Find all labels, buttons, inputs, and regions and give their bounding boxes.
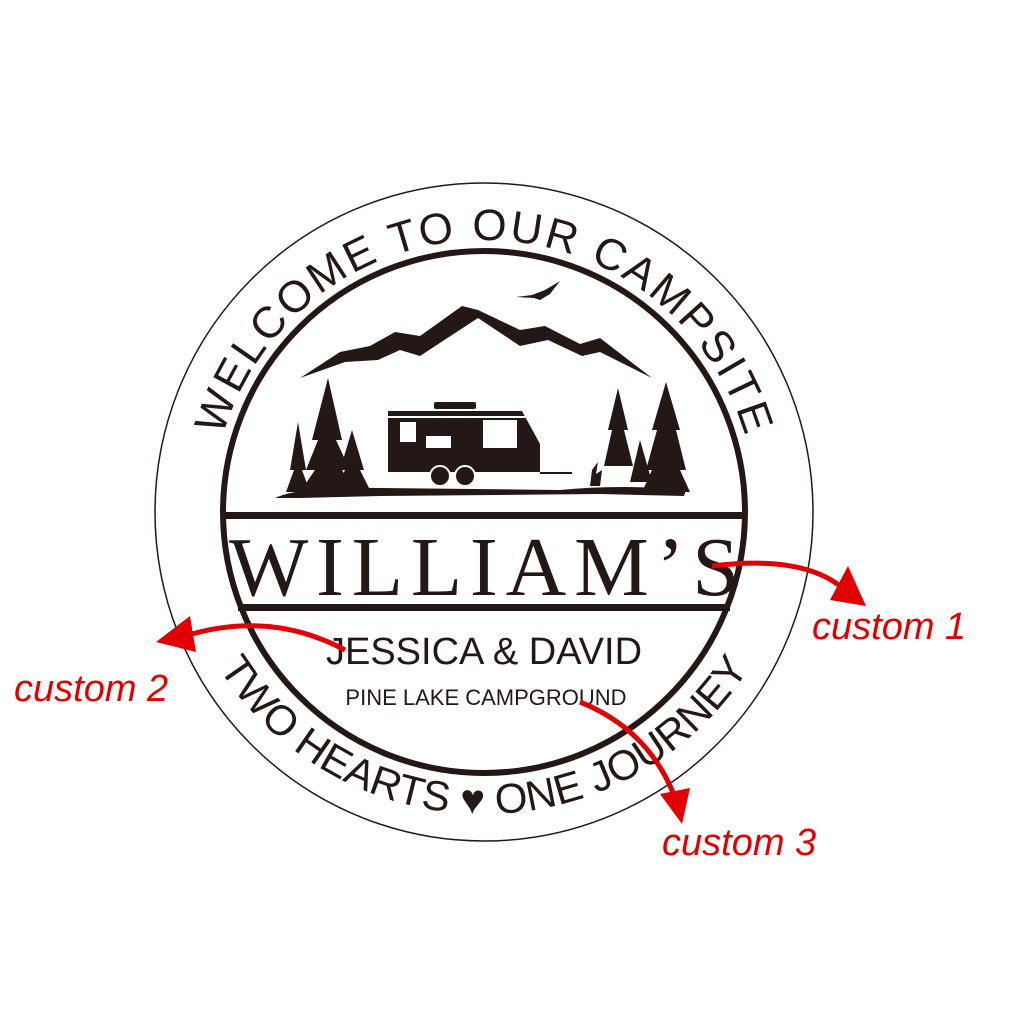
pine-trees-right-icon xyxy=(604,382,690,492)
arrowhead-2 xyxy=(156,616,196,652)
custom-1-label: custom 1 xyxy=(812,606,967,648)
couple-names: JESSICA & DAVID xyxy=(326,631,642,673)
campfire-icon xyxy=(590,462,602,486)
campground-name: PINE LAKE CAMPGROUND xyxy=(345,685,626,710)
arrow-custom-2 xyxy=(184,623,347,653)
upper-divider xyxy=(222,512,746,519)
bird-icon xyxy=(516,281,560,300)
outer-circle xyxy=(154,182,814,842)
custom-3-label: custom 3 xyxy=(662,822,817,864)
family-name: WILLIAM’S xyxy=(229,521,739,614)
campsite-scene xyxy=(275,281,690,498)
arrow-custom-1 xyxy=(711,560,842,588)
camper-trailer-icon xyxy=(388,402,572,487)
arrow-custom-3 xyxy=(579,699,679,801)
arrowhead-1 xyxy=(830,566,866,606)
lower-divider xyxy=(238,604,730,611)
arrowhead-3 xyxy=(660,788,690,824)
annotation-arrows xyxy=(184,560,842,801)
pine-trees-left-icon xyxy=(286,378,370,492)
custom-2-label: custom 2 xyxy=(14,668,169,710)
ground xyxy=(275,487,686,498)
mountains-icon xyxy=(300,306,652,378)
heart-icon: ♥ xyxy=(459,775,486,823)
